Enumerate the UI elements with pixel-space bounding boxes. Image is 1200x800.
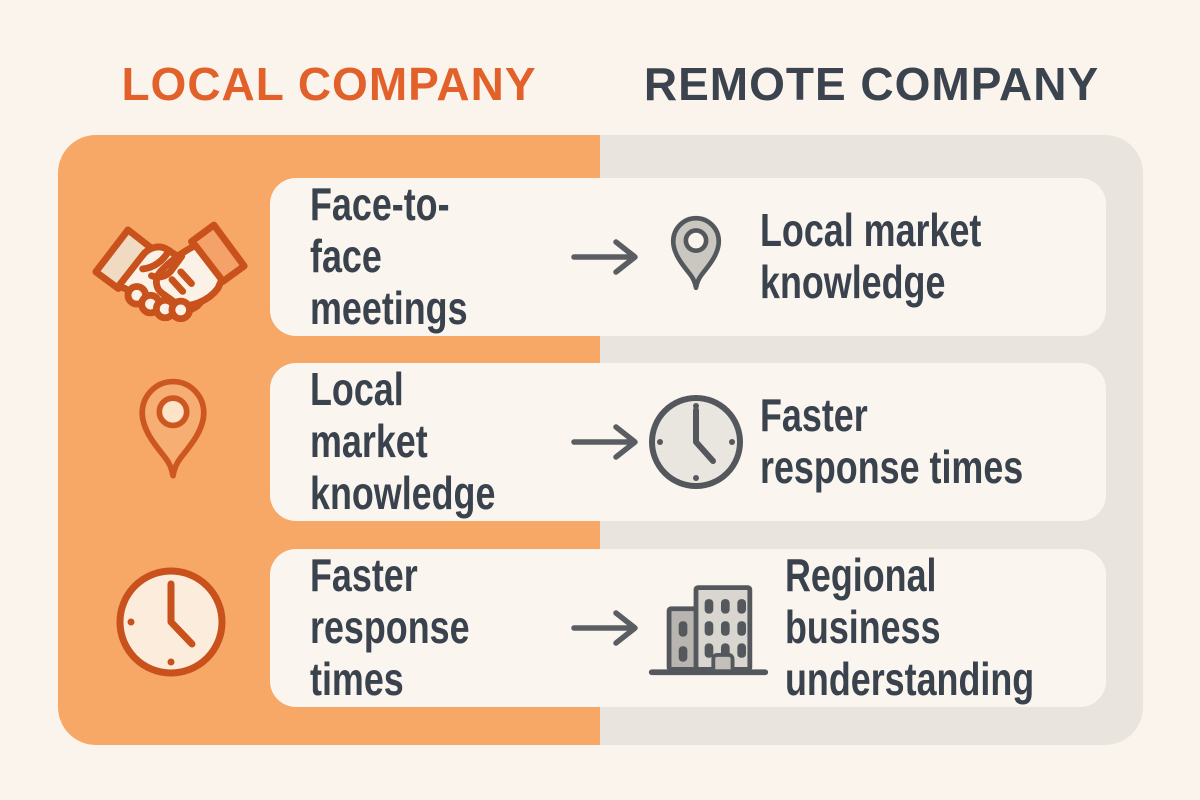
- local-benefit-cell: Local market knowledge: [310, 363, 570, 520]
- handshake-icon: [88, 210, 252, 322]
- local-benefit-text: Local market knowledge: [310, 363, 496, 519]
- local-benefit-text: Face-to-face meetings: [310, 178, 468, 334]
- remote-benefit-cell: Local market knowledge: [760, 204, 1106, 309]
- local-company-header: LOCAL COMPANY: [121, 58, 537, 110]
- clock-icon: [113, 564, 229, 680]
- row-local-knowledge: Local market knowledge Faster response t…: [270, 363, 1106, 521]
- remote-benefit-text: Faster response times: [760, 389, 1024, 493]
- location-pin-icon: [134, 376, 212, 492]
- remote-benefit-text: Local market knowledge: [760, 204, 982, 308]
- row-response-times: Faster response times Regional business …: [270, 549, 1106, 707]
- building-icon: [646, 577, 771, 679]
- remote-company-header: REMOTE COMPANY: [643, 58, 1100, 110]
- clock-icon: [646, 392, 746, 492]
- location-pin-icon: [646, 209, 746, 305]
- right-arrow-icon: [570, 422, 646, 462]
- local-benefit-cell: Faster response times: [310, 549, 570, 706]
- remote-benefit-cell: Regional business understanding: [785, 549, 1131, 706]
- remote-benefit-cell: Faster response times: [760, 389, 1106, 494]
- local-benefit-cell: Face-to-face meetings: [310, 178, 570, 335]
- local-benefit-text: Faster response times: [310, 549, 470, 705]
- right-arrow-icon: [570, 608, 646, 648]
- row-face-to-face: Face-to-face meetings Local market knowl…: [270, 178, 1106, 336]
- remote-benefit-text: Regional business understanding: [785, 549, 1035, 705]
- right-arrow-icon: [570, 237, 646, 277]
